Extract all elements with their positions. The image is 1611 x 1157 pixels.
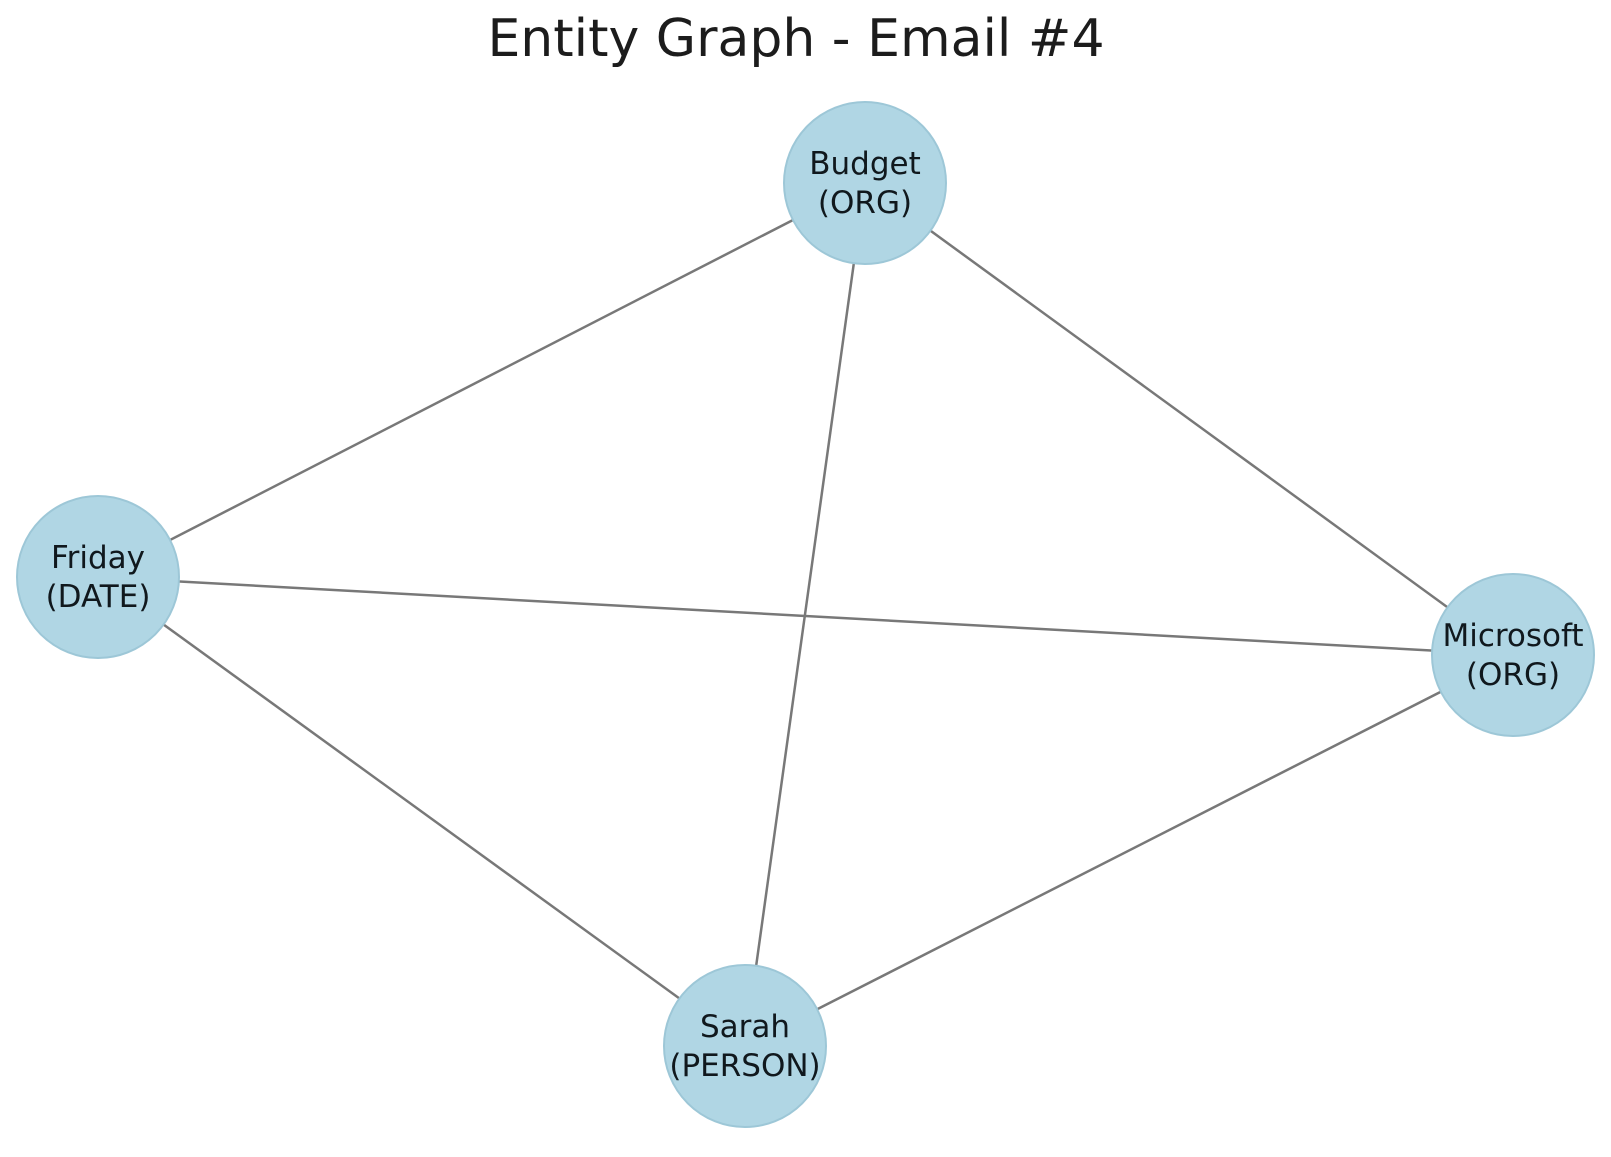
edge-layer [97,181,1514,1048]
node-friday: Friday(DATE) [16,495,180,659]
node-circle-microsoft [1431,573,1595,737]
edge-budget-friday [97,181,866,579]
node-circle-friday [16,495,180,659]
edge-friday-sarah [97,575,746,1048]
edge-friday-microsoft [97,575,1514,657]
figure-title: Entity Graph - Email #4 [487,9,1105,69]
node-sarah: Sarah(PERSON) [663,964,827,1128]
node-budget: Budget(ORG) [783,101,947,265]
edge-budget-sarah [743,182,867,1047]
node-circle-budget [783,101,947,265]
edge-microsoft-sarah [744,653,1514,1048]
node-circle-sarah [663,964,827,1128]
node-label-friday: Friday(DATE) [46,540,151,615]
node-label-budget: Budget(ORG) [809,146,921,221]
node-label-sarah: Sarah(PERSON) [669,1009,820,1084]
node-microsoft: Microsoft(ORG) [1431,573,1595,737]
edge-budget-microsoft [864,181,1514,657]
node-label-microsoft: Microsoft(ORG) [1442,618,1583,693]
node-layer: Budget(ORG) Friday(DATE) Microsoft(ORG) Sar… [16,101,1595,1128]
